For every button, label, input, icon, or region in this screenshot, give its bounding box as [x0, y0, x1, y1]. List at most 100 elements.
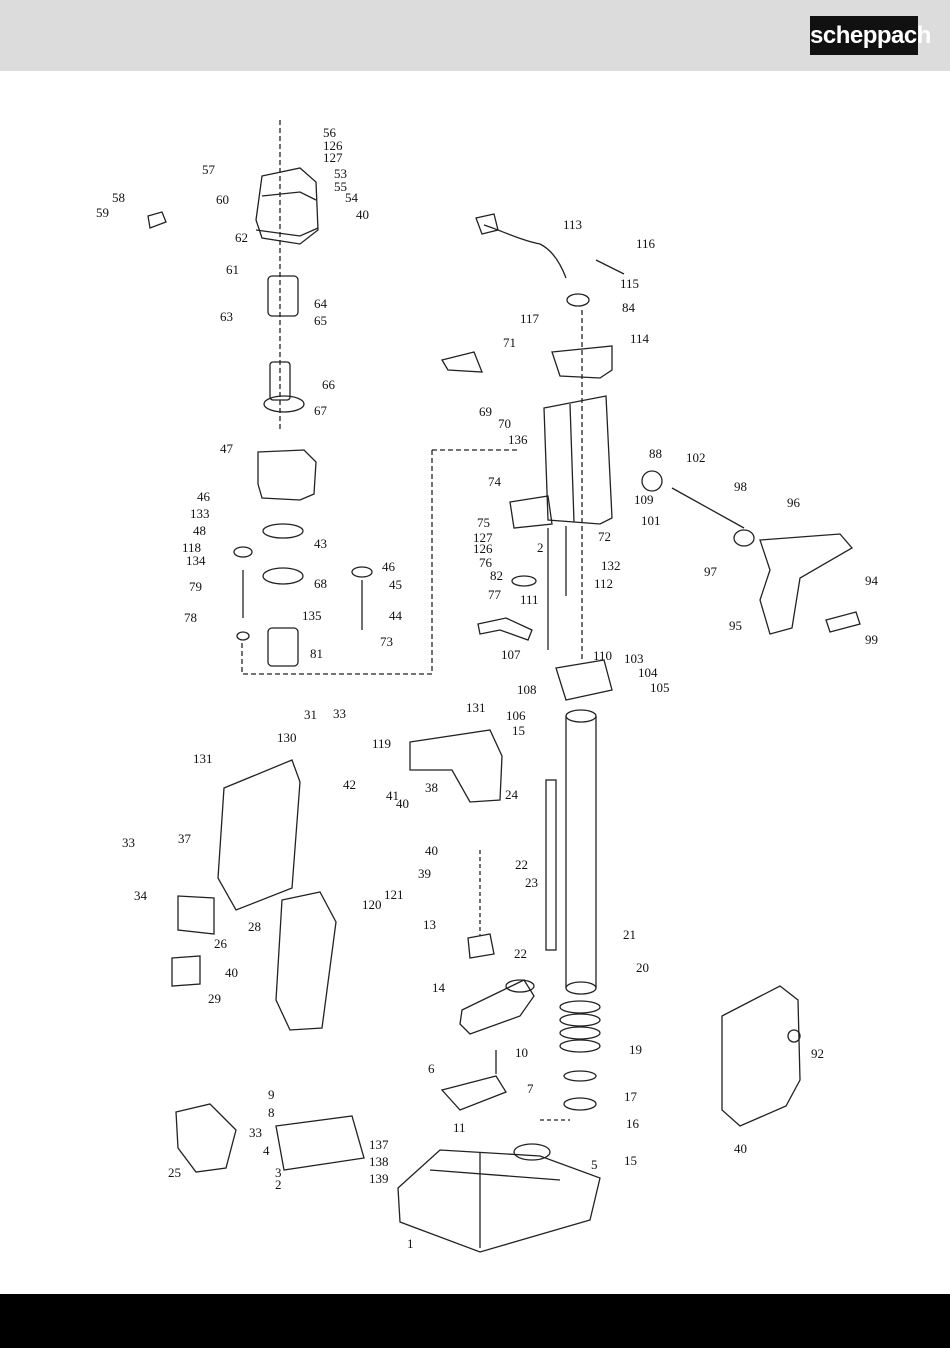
part-number-label: 112 [594, 576, 613, 591]
part-number-label: 118 [182, 540, 201, 555]
part-number-label: 40 [225, 965, 238, 980]
part-number-label: 31 [304, 707, 317, 722]
part-number-label: 19 [629, 1042, 642, 1057]
part-number-label: 71 [503, 335, 516, 350]
part-number-label: 96 [787, 495, 801, 510]
part-number-label: 33 [122, 835, 135, 850]
switch-block-shape [147, 211, 167, 229]
part-number-label: 4 [263, 1143, 270, 1158]
top-cover-shape [409, 729, 503, 803]
part-number-label: 22 [514, 946, 527, 961]
support-arm-shape [459, 979, 535, 1035]
part-number-label: 66 [322, 377, 336, 392]
part-number-label: 40 [356, 207, 369, 222]
part-number-label: 15 [512, 723, 525, 738]
part-number-label: 133 [190, 506, 210, 521]
part-number-label: 137 [369, 1137, 389, 1152]
part-number-label: 97 [704, 564, 718, 579]
part-number-label: 108 [517, 682, 537, 697]
right-housing-shape [721, 985, 801, 1127]
part-number-label: 16 [626, 1116, 640, 1131]
part-number-label: 69 [479, 404, 492, 419]
part-number-label: 139 [369, 1171, 389, 1186]
dashed-group-outline [241, 450, 433, 675]
part-number-label: 29 [208, 991, 221, 1006]
part-number-label: 120 [362, 897, 382, 912]
motor-housing-shape [255, 167, 319, 245]
part-number-label: 98 [734, 479, 747, 494]
part-number-label: 130 [277, 730, 297, 745]
part-number-label: 72 [598, 529, 611, 544]
part-number-label: 70 [498, 416, 511, 431]
part-number-label: 68 [314, 576, 327, 591]
part-number-label: 47 [220, 441, 234, 456]
part-number-label: 14 [432, 980, 446, 995]
part-number-label: 46 [197, 489, 211, 504]
part-number-label: 34 [134, 888, 148, 903]
part-number-label: 40 [425, 843, 438, 858]
part-number-label: 103 [624, 651, 644, 666]
gear-housing-shape [257, 449, 317, 501]
footer-bar [0, 1294, 950, 1348]
part-number-label: 40 [734, 1141, 747, 1156]
part-number-label: 135 [302, 608, 322, 623]
part-number-label: 17 [624, 1089, 638, 1104]
part-number-label: 88 [649, 446, 662, 461]
part-number-label: 121 [384, 887, 404, 902]
part-number-label: 99 [865, 632, 878, 647]
part-number-label: 2 [275, 1177, 282, 1192]
part-number-label: 116 [636, 236, 656, 251]
part-number-label: 56 [323, 125, 337, 140]
part-number-label: 81 [310, 646, 323, 661]
header-bar [0, 0, 950, 71]
part-number-label: 15 [624, 1153, 637, 1168]
part-number-label: 131 [466, 700, 486, 715]
part-number-label: 126 [473, 541, 493, 556]
part-number-label: 5 [591, 1157, 598, 1172]
part-number-label: 127 [323, 150, 343, 165]
power-cord-shape [483, 224, 567, 279]
part-number-label: 9 [268, 1087, 275, 1102]
part-number-label: 134 [186, 553, 206, 568]
part-number-label: 115 [620, 276, 639, 291]
brand-logo: scheppach [810, 16, 931, 55]
part-number-label: 111 [520, 592, 539, 607]
part-number-label: 106 [506, 708, 526, 723]
part-number-label: 57 [202, 162, 216, 177]
part-number-label: 107 [501, 647, 521, 662]
part-number-label: 40 [396, 796, 409, 811]
part-number-label: 74 [488, 474, 502, 489]
part-number-label: 42 [343, 777, 356, 792]
part-number-label: 113 [563, 217, 582, 232]
part-number-label: 8 [268, 1105, 275, 1120]
part-number-label: 7 [527, 1081, 534, 1096]
part-number-label: 63 [220, 309, 233, 324]
part-number-label: 10 [515, 1045, 528, 1060]
part-number-label: 43 [314, 536, 327, 551]
part-number-label: 55 [334, 179, 347, 194]
part-number-label: 95 [729, 618, 742, 633]
side-housing-shape [217, 759, 301, 911]
part-number-label: 101 [641, 513, 661, 528]
part-number-label: 64 [314, 296, 328, 311]
part-number-label: 33 [249, 1125, 262, 1140]
part-number-label: 131 [193, 751, 213, 766]
front-panel-shape [275, 891, 337, 1031]
part-number-label: 136 [508, 432, 528, 447]
part-number-label: 41 [386, 788, 399, 803]
diagram-drawing: 5612612757535554586059401136211661115648… [96, 120, 879, 1253]
base-plate-shape [397, 1149, 601, 1253]
part-number-label: 61 [226, 262, 239, 277]
part-number-label: 2 [537, 540, 544, 555]
part-number-label: 117 [520, 311, 540, 326]
clamp-block-shape [555, 659, 613, 701]
part-number-label: 24 [505, 787, 519, 802]
part-number-label: 39 [418, 866, 431, 881]
part-number-label: 25 [168, 1165, 181, 1180]
handle-shape [759, 533, 854, 635]
part-number-label: 127 [473, 530, 493, 545]
column-housing-shape [543, 395, 613, 525]
part-number-label: 138 [369, 1154, 389, 1169]
part-number-label: 20 [636, 960, 649, 975]
